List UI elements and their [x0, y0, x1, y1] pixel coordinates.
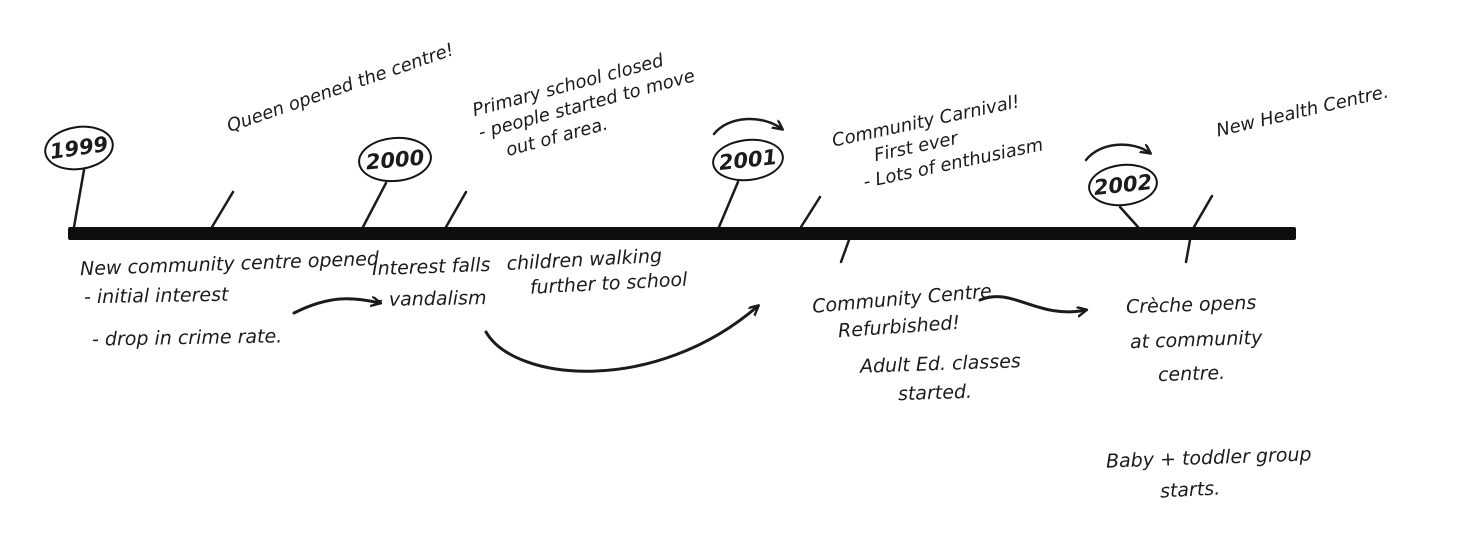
note-adult-ed-line2: started. — [898, 380, 973, 407]
note-primary-school: Primary school closed - people started t… — [470, 42, 704, 168]
baby-toddler-text1: Baby + toddler group — [1105, 443, 1312, 473]
tick-primary-school — [444, 190, 468, 229]
tick-new-health-centre — [1192, 194, 1214, 229]
arrow-to-community-centre — [484, 306, 758, 373]
note-health-centre-text: New Health Centre. — [1214, 81, 1391, 142]
centre-opened-text3: - drop in crime rate. — [91, 325, 283, 351]
note-queen-opened-text: Queen opened the centre! — [224, 39, 457, 137]
year-oval-2001: 2001 — [710, 135, 786, 185]
note-interest-falls-line1: Interest falls — [372, 253, 491, 282]
interest-falls-text2: - vandalism — [375, 287, 487, 311]
tick-queen-opened — [210, 190, 235, 229]
note-centre-opened-line2: - initial interest — [84, 283, 229, 310]
note-baby-toddler-line2: starts. — [1159, 476, 1220, 504]
centre-opened-text2: - initial interest — [83, 283, 229, 309]
note-creche-line3: centre. — [1158, 361, 1226, 388]
arrow-to-interest-falls — [292, 299, 380, 315]
connector-1999 — [72, 168, 86, 229]
tick-creche — [1184, 238, 1192, 264]
adult-ed-text2: started. — [897, 380, 973, 406]
year-oval-2002: 2002 — [1085, 160, 1161, 210]
year-label-2000: 2000 — [364, 144, 426, 175]
note-health-centre: New Health Centre. — [1214, 80, 1391, 142]
note-interest-falls-line2: - vandalism — [376, 286, 487, 313]
year-oval-1999: 1999 — [41, 121, 117, 175]
baby-toddler-text2: starts. — [1159, 477, 1221, 503]
year-label-2001: 2001 — [717, 145, 779, 175]
timeline-bar — [68, 227, 1296, 240]
note-creche-line1: Crèche opens — [1126, 291, 1257, 320]
note-refurbished-line1: Community Centre — [811, 279, 992, 319]
creche-text1: Crèche opens — [1125, 291, 1257, 319]
note-carnival: Community Carnival! First ever - Lots of… — [830, 87, 1045, 198]
connector-2002 — [1118, 205, 1140, 229]
year-oval-2000: 2000 — [356, 133, 434, 186]
tick-refurbished — [839, 238, 851, 264]
note-baby-toddler-line1: Baby + toddler group — [1106, 442, 1312, 474]
note-centre-opened-line3: - drop in crime rate. — [92, 324, 283, 352]
flourish-arrow-2001 — [712, 117, 782, 136]
connector-2001 — [717, 180, 740, 229]
creche-text3: centre. — [1157, 361, 1226, 387]
note-centre-opened-line1: New community centre opened — [80, 247, 380, 282]
note-queen-opened: Queen opened the centre! — [224, 38, 457, 138]
connector-2000 — [361, 181, 388, 229]
note-adult-ed-line1: Adult Ed. classes — [860, 349, 1022, 379]
year-label-1999: 1999 — [48, 132, 110, 164]
creche-text2: at community — [1129, 326, 1263, 354]
interest-falls-text1: Interest falls — [371, 253, 491, 281]
note-children-walking: children walking further to school — [506, 243, 688, 302]
year-label-2002: 2002 — [1092, 170, 1154, 200]
flourish-arrow-2002 — [1084, 143, 1150, 162]
adult-ed-text1: Adult Ed. classes — [859, 350, 1022, 378]
centre-opened-text1: New community centre opened — [79, 247, 380, 281]
note-creche-line2: at community — [1130, 326, 1263, 355]
tick-community-carnival — [799, 195, 822, 229]
arrow-to-creche — [978, 295, 1086, 312]
refurbished-text1: Community Centre — [811, 280, 993, 318]
